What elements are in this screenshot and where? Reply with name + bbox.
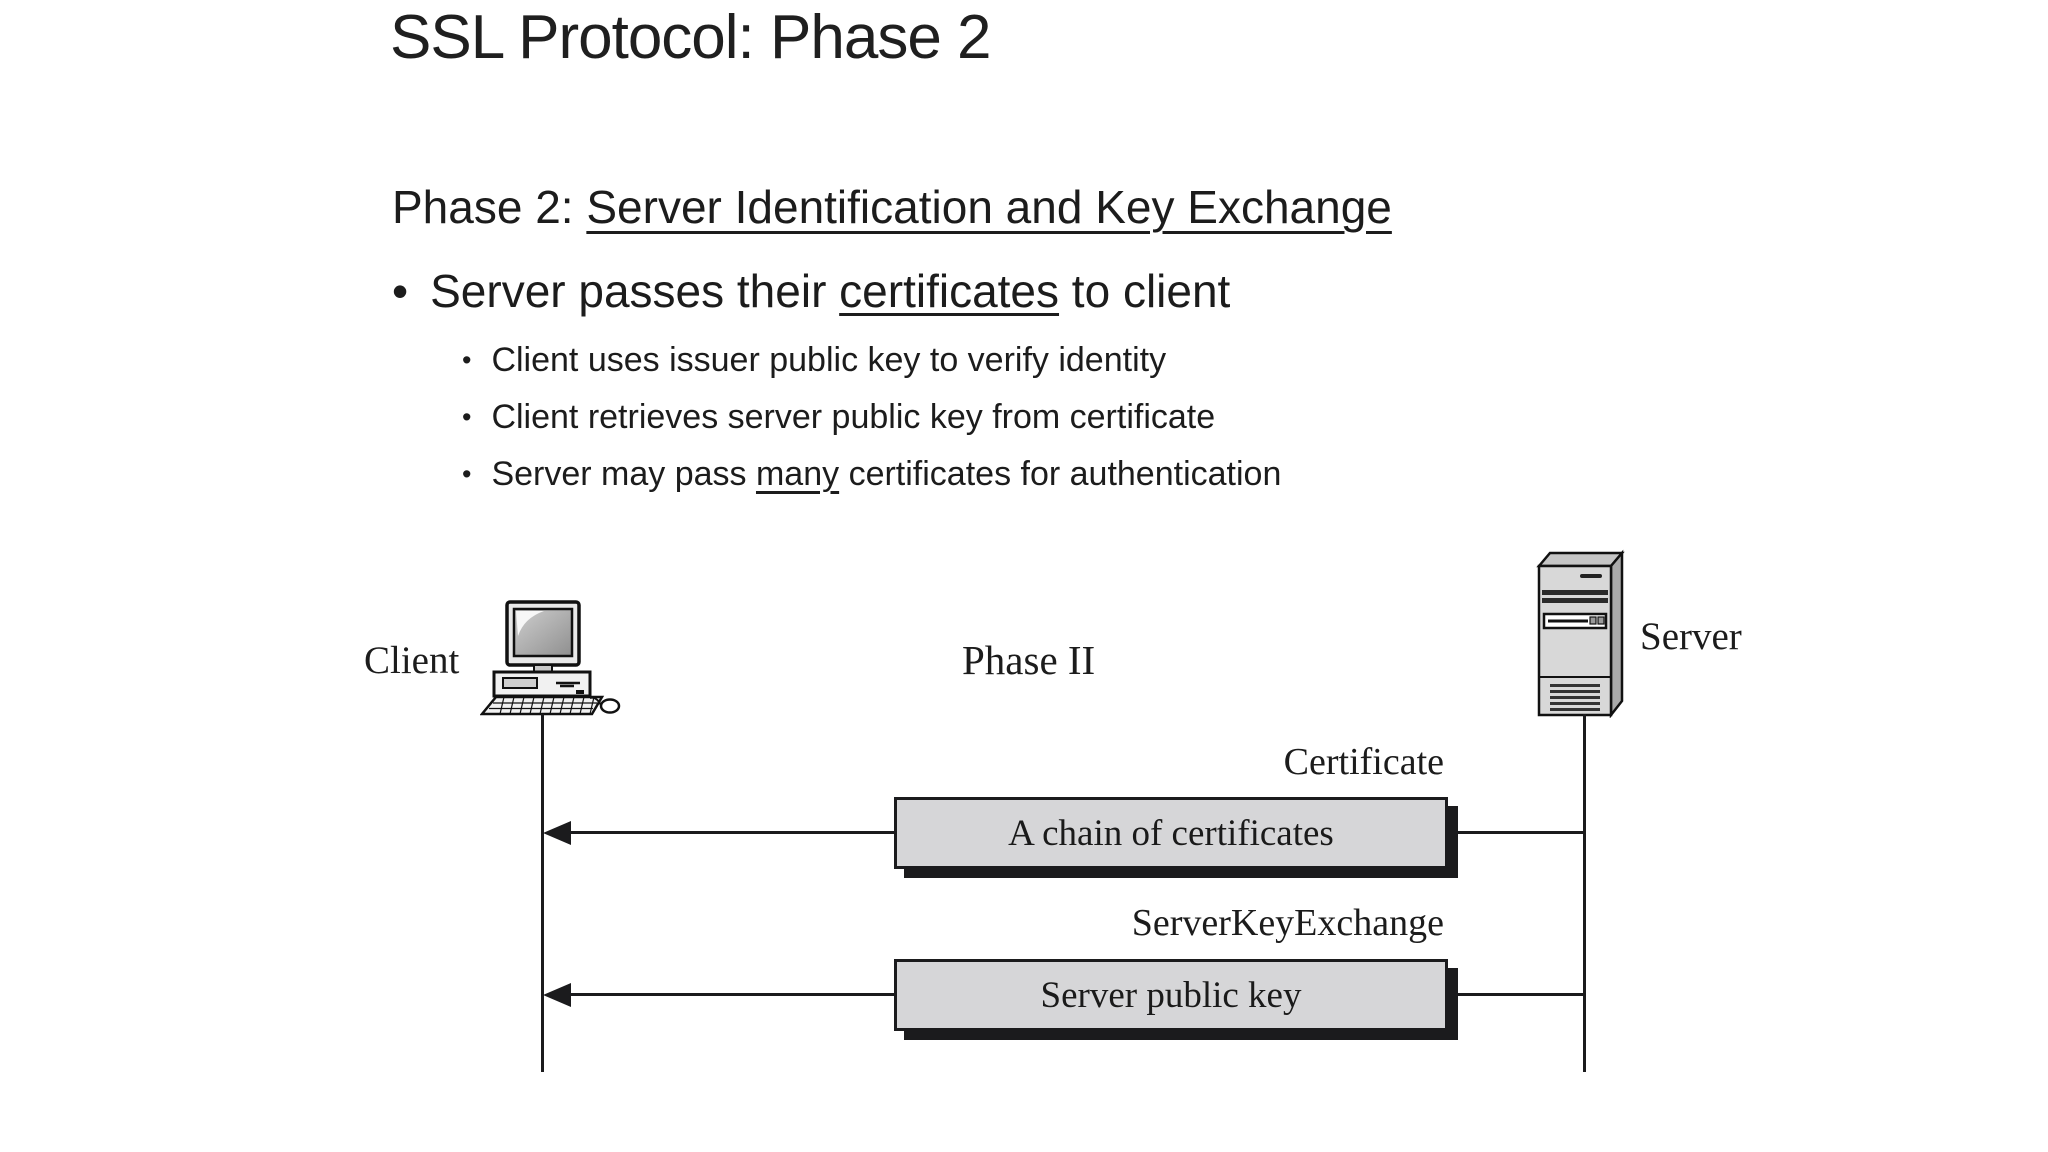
- heading-underlined: Server Identification and Key Exchange: [586, 181, 1392, 233]
- main-bullet: • Server passes their certificates to cl…: [392, 264, 1230, 318]
- message-line: [1444, 993, 1586, 996]
- client-lifeline: [541, 714, 544, 1072]
- phase-label: Phase II: [962, 637, 1096, 683]
- slide-heading: Phase 2: Server Identification and Key E…: [392, 180, 1392, 234]
- server-label: Server: [1640, 615, 1742, 658]
- bullet-marker: •: [462, 402, 472, 432]
- sub-bullet: • Server may pass many certificates for …: [462, 455, 1282, 493]
- slide-title: SSL Protocol: Phase 2: [390, 3, 992, 72]
- message-line: [1444, 831, 1586, 834]
- sub-bullet: • Client retrieves server public key fro…: [462, 398, 1216, 436]
- message-box-certificate-chain: A chain of certificates: [894, 797, 1448, 869]
- message-line: [560, 993, 896, 996]
- bullet-marker: •: [462, 345, 472, 375]
- message-line: [560, 831, 896, 834]
- arrowhead-left-icon: [543, 983, 571, 1007]
- bullet-marker: •: [462, 459, 472, 489]
- message-box-server-public-key: Server public key: [894, 959, 1448, 1031]
- message-box-text: Server public key: [1040, 974, 1302, 1016]
- sub-bullet: • Client uses issuer public key to verif…: [462, 341, 1167, 379]
- desktop-computer-icon: [480, 600, 621, 716]
- server-tower-icon: [1536, 549, 1625, 718]
- sub-bullet-list: • Client uses issuer public key to verif…: [462, 332, 1281, 503]
- server-lifeline: [1583, 714, 1586, 1072]
- message-label-certificate: Certificate: [1283, 741, 1444, 783]
- bullet-marker: •: [392, 265, 409, 317]
- message-label-serverkeyexchange: ServerKeyExchange: [1131, 902, 1444, 944]
- main-bullet-text: Server passes their certificates to clie…: [430, 265, 1231, 317]
- arrowhead-left-icon: [543, 821, 571, 845]
- message-box-text: A chain of certificates: [1008, 812, 1334, 854]
- client-label: Client: [364, 639, 460, 682]
- heading-prefix: Phase 2:: [392, 181, 587, 233]
